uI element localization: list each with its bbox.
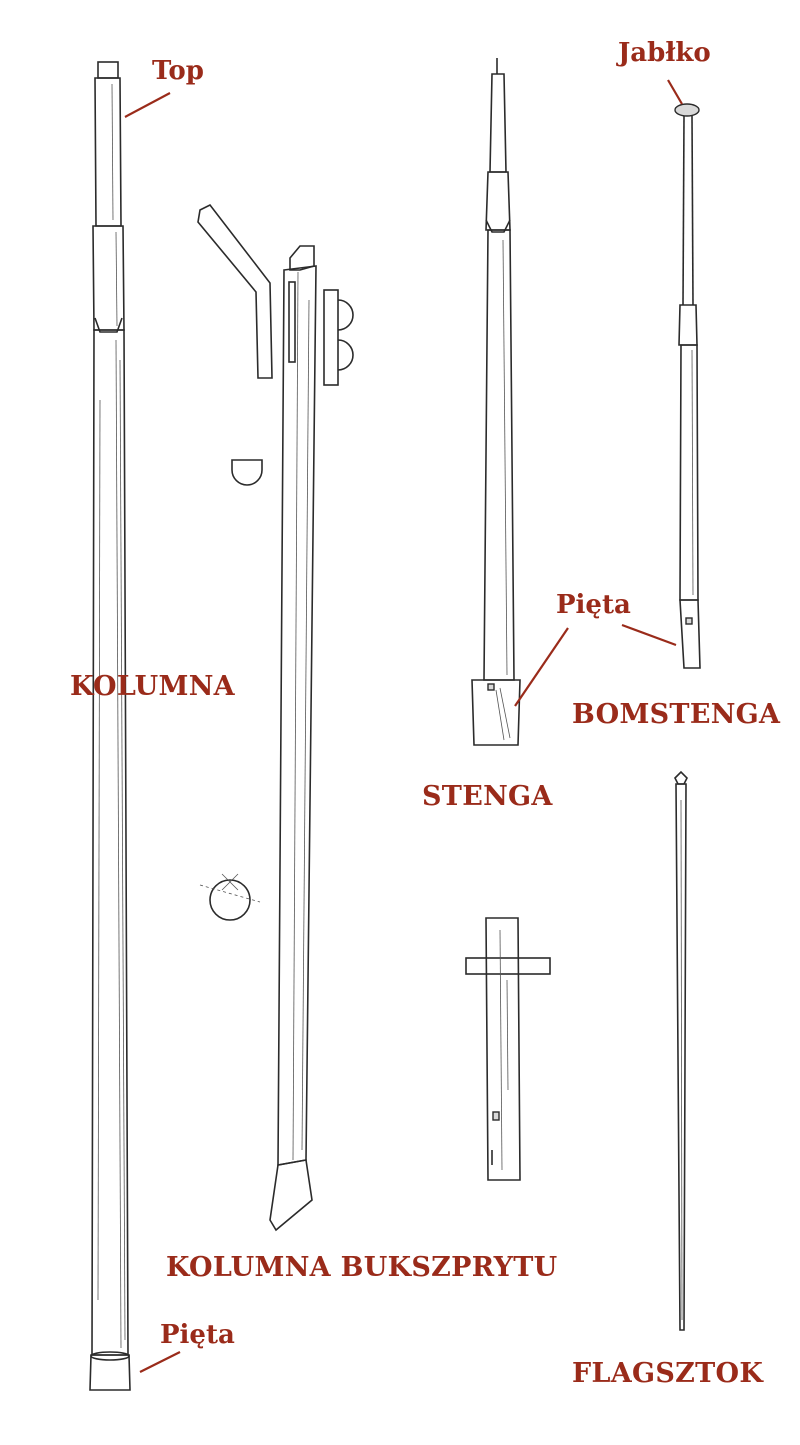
top-leader-line	[124, 92, 171, 118]
pieta-stenga-leader-line	[514, 627, 569, 707]
pieta-kolumna-leader-line	[139, 1351, 181, 1373]
label-kolumna-bukszprytu: KOLUMNA BUKSZPRYTU	[166, 1252, 558, 1283]
label-jablko: Jabłko	[618, 38, 711, 68]
label-pieta-kolumna: Pięta	[160, 1320, 235, 1350]
pieta-bomstenga-leader-line	[621, 623, 677, 647]
label-bomstenga: BOMSTENGA	[572, 699, 781, 730]
bomstenga-mast	[674, 103, 701, 669]
label-kolumna: KOLUMNA	[70, 671, 235, 702]
flagsztok-mast	[674, 770, 688, 1331]
crosstree-detail	[465, 917, 551, 1181]
label-top: Top	[152, 56, 204, 86]
kolumna-mast	[89, 61, 131, 1391]
label-pieta-stenga: Pięta	[556, 590, 631, 620]
label-flagsztok: FLAGSZTOK	[572, 1358, 764, 1389]
jablko-leader-line	[667, 79, 683, 105]
label-stenga: STENGA	[422, 781, 553, 812]
kolumna-bukszprytu-mast	[197, 203, 354, 1232]
stenga-mast	[471, 58, 521, 746]
